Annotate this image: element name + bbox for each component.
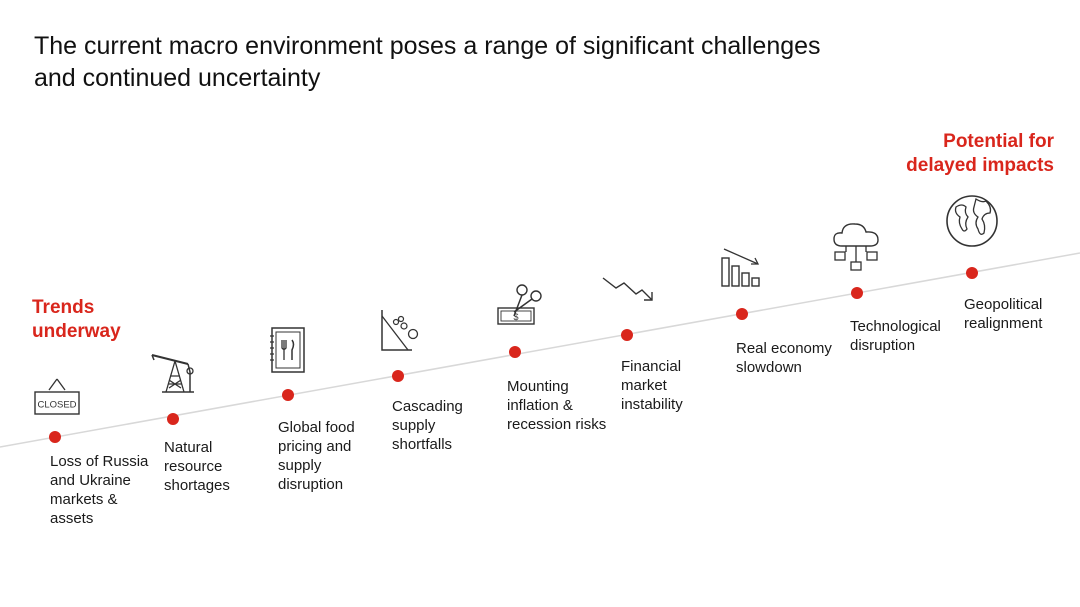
step-label-line: shortfalls — [392, 436, 453, 453]
timeline-dot — [621, 329, 633, 341]
svg-text:$: $ — [513, 312, 518, 322]
title-line-1: The current macro environment poses a ra… — [34, 32, 821, 60]
title-line-2: and continued uncertainty — [34, 64, 321, 92]
step-label-line: supply — [392, 417, 436, 434]
step-label: Real economy slowdown — [736, 339, 832, 377]
globe-icon — [946, 195, 998, 247]
money-cut-icon: $ — [497, 284, 542, 325]
potential-delayed-impacts-label: Potential for delayed impacts — [906, 131, 1054, 176]
step-label-line: market — [621, 377, 667, 394]
timeline-dot — [966, 267, 978, 279]
step-label: Loss of Russia and Ukraine markets & assets — [50, 452, 148, 528]
step-label-line: Technological — [850, 318, 941, 335]
step-label-line: and Ukraine — [50, 472, 131, 489]
step-label: Natural resource shortages — [164, 438, 230, 495]
step-label-line: pricing and — [278, 438, 352, 455]
timeline-dot — [851, 287, 863, 299]
falling-rocks-icon — [381, 310, 419, 351]
step-label-line: disruption — [278, 476, 344, 493]
step-label-line: inflation & — [507, 397, 573, 414]
step-label-line: Financial — [621, 358, 682, 375]
step-label-line: Cascading — [392, 398, 463, 415]
menu-book-icon — [270, 327, 305, 373]
timeline-dot — [49, 431, 61, 443]
cloud-network-icon — [833, 223, 879, 271]
step-label-line: Mounting — [507, 378, 569, 395]
step-label-line: Real economy — [736, 340, 832, 357]
declining-bars-icon — [721, 248, 760, 287]
trend-down-icon — [602, 277, 653, 301]
timeline-line — [0, 252, 1080, 448]
page-title: The current macro environment poses a ra… — [34, 30, 934, 94]
timeline-dot — [736, 308, 748, 320]
step-label: Global food pricing and supply disruption — [278, 418, 355, 494]
timeline-dot — [282, 389, 294, 401]
step-label-line: Geopolitical — [964, 296, 1043, 313]
step-label-line: recession risks — [507, 416, 607, 433]
step-label: Cascading supply shortfalls — [392, 397, 463, 454]
step-label-line: supply — [278, 457, 322, 474]
step-label-line: Loss of Russia — [50, 453, 149, 470]
step-label-line: instability — [621, 396, 683, 413]
trends-underway-label: Trends underway — [32, 297, 121, 342]
step-label-line: slowdown — [736, 359, 802, 376]
timeline-dot — [392, 370, 404, 382]
step-label: Financial market instability — [621, 357, 683, 414]
step-label-line: resource — [164, 458, 223, 475]
oil-pump-icon — [151, 354, 194, 393]
closed-sign-icon: CLOSED — [34, 378, 80, 415]
timeline-dot — [509, 346, 521, 358]
step-label-line: Natural — [164, 439, 213, 456]
step-label: Mounting inflation & recession risks — [507, 377, 606, 434]
step-label-line: assets — [50, 510, 94, 527]
step-label-line: Global food — [278, 419, 355, 436]
step-label-line: markets & — [50, 491, 118, 508]
timeline-dot — [167, 413, 179, 425]
step-label-line: disruption — [850, 337, 916, 354]
closed-sign-text: CLOSED — [37, 400, 76, 411]
step-label: Technological disruption — [850, 317, 941, 355]
step-label-line: realignment — [964, 315, 1043, 332]
step-label-line: shortages — [164, 477, 230, 494]
step-label: Geopolitical realignment — [964, 295, 1042, 333]
